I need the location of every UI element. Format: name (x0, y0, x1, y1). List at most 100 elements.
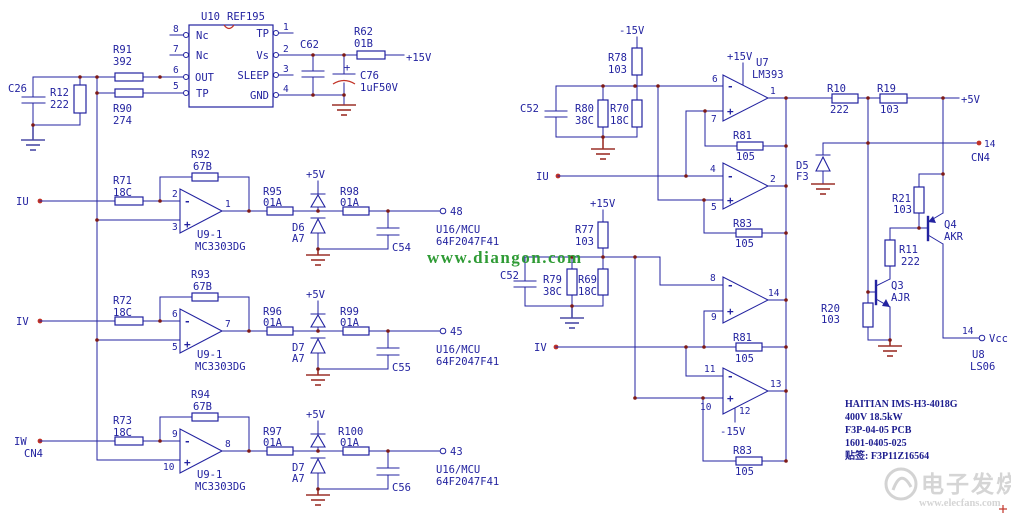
comp1-pin1: 1 (770, 86, 776, 97)
value-r100: 01A (340, 437, 360, 449)
label-r70: R70 (610, 103, 629, 115)
label-r19: R19 (877, 83, 896, 95)
watermark-diangon: www.diangon.com (427, 248, 583, 267)
label-u7: U7 (756, 57, 769, 69)
resistor-r94 (191, 412, 219, 422)
comp4-minus: - (727, 370, 734, 383)
opamp2-plus: + (184, 338, 191, 351)
logo-swirl-icon (891, 476, 913, 491)
label-q4: Q4 (944, 219, 957, 231)
label-u9-ch3: U9-1 (197, 469, 222, 481)
ground-symbol (878, 340, 902, 357)
value-r95: 01A (263, 197, 283, 209)
net-p15v-u7: +15V (727, 51, 753, 63)
title-line-4: 1601-0405-025 (845, 438, 907, 449)
section-channel-iv: IV R72 18C R93 67B 6 5 7 - + U9-1 MC3303… (16, 269, 499, 386)
u10-pin8: 8 (173, 24, 179, 35)
value-q4: AKR (944, 231, 964, 243)
comp2-pin2: 2 (770, 174, 776, 185)
label-r96: R96 (263, 306, 282, 318)
comparator-4 (722, 367, 770, 415)
resistor-r99 (342, 326, 370, 336)
u10-out: OUT (195, 72, 215, 84)
label-d7-ch3: D7 (292, 462, 305, 474)
section-reference: C26 R12 222 R91 392 R90 274 U10 REF195 8… (8, 11, 432, 461)
label-r72: R72 (113, 295, 132, 307)
resistor-r83-2 (735, 456, 763, 466)
label-u9-ch2: U9-1 (197, 349, 222, 361)
section-dividers: -15V R78 103 C52 R80 38C R70 18C +15V R7… (500, 25, 724, 329)
title-line-1: HAITIAN IMS-H3-4018G (845, 399, 958, 410)
value-r79: 38C (543, 286, 562, 298)
ground-symbol (306, 369, 330, 386)
value-r20: 103 (821, 314, 840, 326)
resistor-r95 (266, 206, 294, 216)
u10-pin4: 4 (283, 84, 289, 95)
value-d7-ch2: A7 (292, 353, 305, 365)
value-r99: 01A (340, 317, 360, 329)
label-u9part-ch3: MC3303DG (195, 481, 246, 493)
comp4-pin11: 11 (704, 364, 716, 375)
resistor-r79 (566, 268, 578, 296)
resistor-r91 (114, 72, 144, 82)
label-mcu-ch2: U16/MCU (436, 344, 480, 356)
label-mcu2-ch2: 64F2047F41 (436, 356, 499, 368)
u10-pin3: 3 (283, 64, 289, 75)
title-line-3: F3P-04-05 PCB (845, 425, 912, 436)
capacitor-c52-lower (513, 256, 537, 307)
diode-clamp-d7-ch3 (310, 420, 326, 490)
net-iv-right: IV (534, 342, 547, 354)
comp2-pin4: 4 (710, 164, 716, 175)
ground-symbol (306, 489, 330, 506)
value-r81-1: 105 (736, 151, 755, 163)
label-r20: R20 (821, 303, 840, 315)
value-r62: 01B (354, 38, 373, 50)
section-channel-iu: IU R71 18C R92 67B 2 3 1 - + U9-1 MC3303… (16, 149, 499, 266)
section-comparators: +15V U7 LM393 - + 6 7 1 R81 105 IU - + 4… (534, 51, 833, 478)
net-p5v-ch2: +5V (306, 289, 326, 301)
net-cn4-left: CN4 (24, 448, 43, 460)
net-p15v-1: +15V (406, 52, 432, 64)
comp3-pin8: 8 (710, 273, 716, 284)
value-r83-1: 105 (735, 238, 754, 250)
comp3-pin14: 14 (768, 288, 780, 299)
capacitor-c76 (332, 54, 356, 106)
ground-symbol (591, 137, 615, 160)
label-r78: R78 (608, 52, 627, 64)
opamp2-minus: - (184, 315, 191, 328)
net-n15v-top: -15V (619, 25, 645, 37)
value-r90: 274 (113, 115, 132, 127)
opamp3-minus: - (184, 435, 191, 448)
comp3-minus: - (727, 279, 734, 292)
opamp3-pin8: 8 (225, 439, 231, 450)
opamp1-pin1: 1 (225, 199, 231, 210)
label-r12: R12 (50, 87, 69, 99)
opamp1-plus: + (184, 218, 191, 231)
u10-nc2: Nc (196, 50, 209, 62)
value-c76: 1uF50V (360, 82, 399, 94)
opamp-u9-ch2 (179, 308, 224, 354)
resistor-r90 (114, 88, 144, 98)
value-r70: 18C (610, 115, 629, 127)
value-r11: 222 (901, 256, 920, 268)
title-block: HAITIAN IMS-H3-4018G 400V 18.5kW F3P-04-… (844, 399, 958, 462)
terminal-43: 43 (450, 446, 463, 458)
value-r94: 67B (193, 401, 212, 413)
net-p5v-out: +5V (961, 94, 981, 106)
label-r92: R92 (191, 149, 210, 161)
u10-tp-left: TP (196, 88, 209, 100)
comp3-pin9: 9 (711, 312, 717, 323)
label-mcu2-ch1: 64F2047F41 (436, 236, 499, 248)
value-r73: 18C (113, 427, 132, 439)
resistor-r12 (73, 84, 87, 114)
junction-dots (31, 53, 945, 491)
ic-u10-body (188, 24, 274, 108)
label-c55: C55 (392, 362, 411, 374)
label-r81-2: R81 (733, 332, 752, 344)
transistor-q4 (926, 212, 944, 245)
label-r77: R77 (575, 224, 594, 236)
label-r73: R73 (113, 415, 132, 427)
resistor-r98 (342, 206, 370, 216)
value-r81-2: 105 (735, 353, 754, 365)
value-r91: 392 (113, 56, 132, 68)
